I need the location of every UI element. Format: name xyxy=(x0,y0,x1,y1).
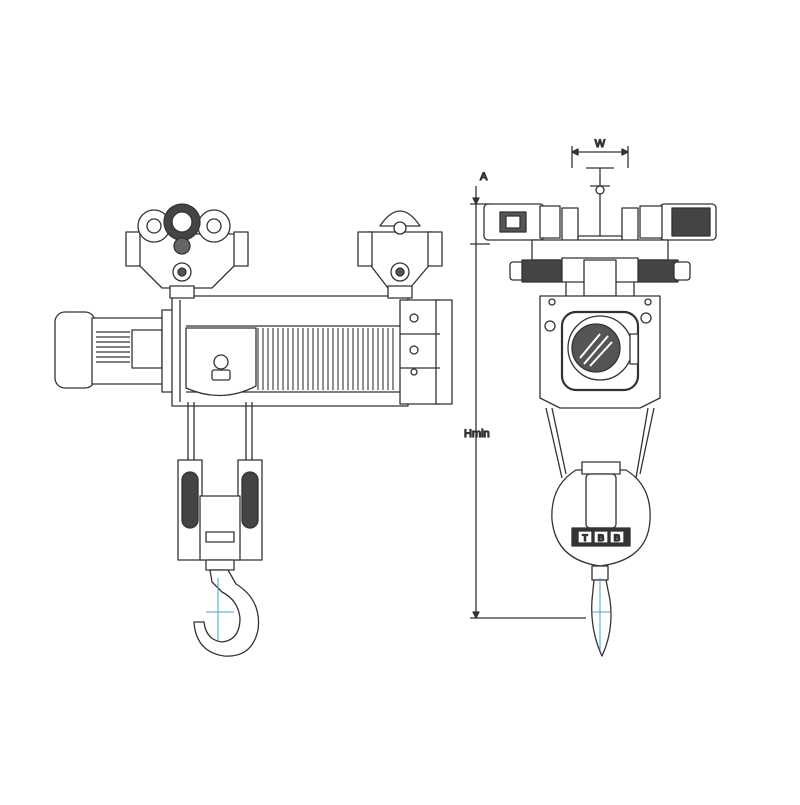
plate-mark-2: B xyxy=(598,533,605,543)
hook-side xyxy=(193,569,260,657)
dimension-w-label: W xyxy=(595,138,606,150)
motor-side xyxy=(54,309,175,393)
side-view xyxy=(54,203,453,657)
trolley-right xyxy=(357,210,443,299)
trolley-left xyxy=(125,203,249,299)
plate-mark-1: T xyxy=(582,533,588,543)
drum-grooves xyxy=(257,328,394,390)
dimension-hmin-label: Hmin xyxy=(464,428,490,440)
beam-centerline xyxy=(586,167,614,240)
trolley-front xyxy=(483,203,717,297)
plate-mark-3: B xyxy=(614,533,621,543)
drum-frame xyxy=(171,295,453,407)
dimension-a-label: A xyxy=(480,171,488,183)
hook-front xyxy=(591,565,612,657)
ropes-side xyxy=(187,402,253,462)
ropes-front xyxy=(545,407,655,479)
housing-front xyxy=(539,295,661,409)
front-view: W A Hmin xyxy=(463,137,717,657)
dimension-w: W xyxy=(571,137,629,168)
hook-block-front: T B B xyxy=(551,461,651,567)
hook-block-side xyxy=(177,459,263,571)
dimension-h: A Hmin xyxy=(463,170,586,619)
